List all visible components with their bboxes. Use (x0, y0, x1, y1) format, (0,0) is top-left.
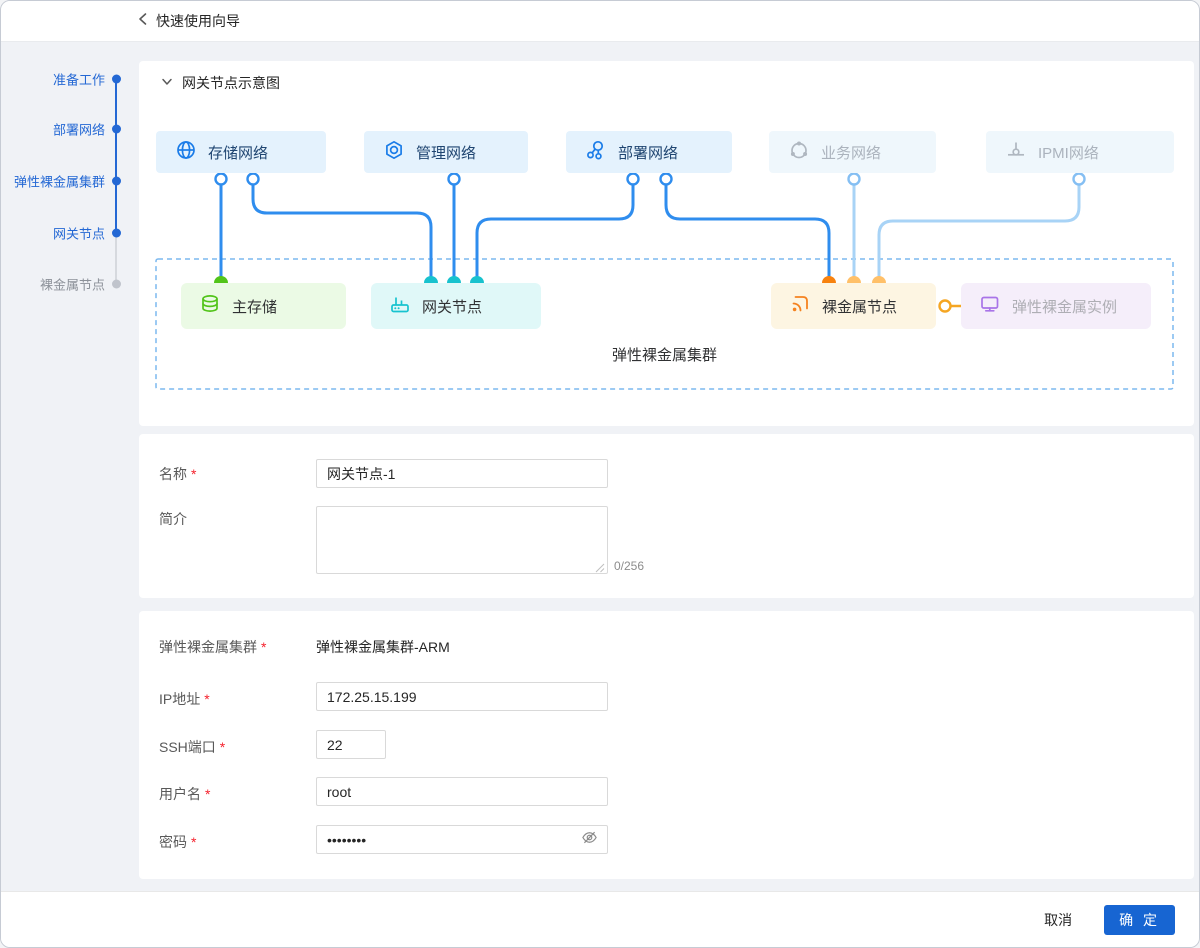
node-box-gateway: 网关节点 (371, 283, 541, 329)
network-box-business: 业务网络 (769, 131, 936, 173)
network-label: 业务网络 (821, 144, 882, 162)
stepper-line-done (114, 79, 118, 233)
node-label: 弹性裸金属实例 (1012, 298, 1118, 316)
database-icon (199, 293, 221, 319)
cluster-label: 弹性裸金属集群 (611, 347, 717, 364)
char-counter: 0/256 (614, 559, 645, 573)
diagram-card: 网关节点示意图 (139, 61, 1194, 426)
network-label: IPMI网络 (1038, 144, 1099, 162)
topology-icon (585, 139, 607, 165)
node-box-baremetal: 裸金属节点 (771, 283, 936, 329)
step-dot-gateway[interactable] (111, 228, 121, 238)
detail-form-card: 弹性裸金属集群* 弹性裸金属集群-ARM IP地址* SSH端口* 用户名* 密… (139, 611, 1194, 879)
signal-icon (789, 293, 811, 319)
stepper-line-pending (114, 233, 118, 284)
network-box-management: 管理网络 (364, 131, 528, 173)
username-input[interactable] (316, 777, 608, 806)
footer-bar: 取消 确 定 (1, 891, 1199, 947)
cluster-field-label: 弹性裸金属集群* (159, 639, 267, 655)
chevron-left-icon (137, 12, 149, 31)
router-icon (389, 293, 411, 319)
top-bar: 快速使用向导 (1, 1, 1199, 42)
network-label: 部署网络 (618, 144, 679, 162)
chevron-down-icon (161, 74, 173, 92)
step-dot-network[interactable] (111, 124, 121, 134)
step-label-prepare[interactable]: 准备工作 (52, 72, 105, 88)
ip-input[interactable] (316, 682, 608, 711)
required-asterisk: * (205, 786, 211, 802)
ssh-port-label: SSH端口* (159, 739, 226, 755)
network-box-ipmi: IPMI网络 (986, 131, 1174, 173)
description-label: 简介 (159, 511, 187, 527)
required-asterisk: * (261, 639, 267, 655)
diagram-section-toggle[interactable]: 网关节点示意图 (161, 73, 280, 93)
back-button[interactable] (131, 1, 155, 41)
required-asterisk: * (219, 739, 226, 755)
network-label: 存储网络 (208, 144, 269, 162)
username-label: 用户名* (159, 786, 211, 802)
eye-slash-icon (581, 829, 598, 851)
step-dot-prepare[interactable] (111, 74, 121, 84)
diagram-section-title: 网关节点示意图 (182, 75, 280, 91)
basic-form-card: 名称* 简介 0/256 (139, 434, 1194, 598)
cancel-button[interactable]: 取消 (1034, 904, 1082, 936)
step-dot-baremetal (111, 279, 121, 289)
step-label-gateway[interactable]: 网关节点 (52, 226, 105, 242)
cycle-nodes-icon (788, 139, 810, 165)
password-visibility-toggle[interactable] (579, 830, 599, 850)
cluster-field-value: 弹性裸金属集群-ARM (316, 639, 450, 655)
network-box-storage: 存储网络 (156, 131, 326, 173)
step-label-network[interactable]: 部署网络 (52, 122, 105, 138)
node-box-instance: 弹性裸金属实例 (961, 283, 1151, 329)
resize-handle-icon[interactable] (594, 561, 606, 573)
page-title: 快速使用向导 (156, 13, 240, 29)
step-label-baremetal: 裸金属节点 (39, 277, 105, 293)
monitor-icon (979, 293, 1001, 319)
node-label: 主存储 (232, 298, 278, 316)
required-asterisk: * (204, 691, 210, 707)
required-asterisk: * (191, 466, 197, 482)
connector-icon (1005, 139, 1027, 165)
globe-icon (175, 139, 197, 165)
node-box-primary-storage: 主存储 (181, 283, 346, 329)
step-label-cluster[interactable]: 弹性裸金属集群 (13, 174, 105, 190)
step-dot-cluster[interactable] (111, 176, 121, 186)
confirm-button[interactable]: 确 定 (1104, 904, 1175, 935)
name-input[interactable] (316, 459, 608, 488)
network-box-deployment: 部署网络 (566, 131, 732, 173)
ssh-port-input[interactable] (316, 730, 386, 759)
node-label: 裸金属节点 (822, 298, 898, 316)
password-input[interactable] (316, 825, 608, 854)
name-label: 名称* (159, 466, 197, 482)
ip-label: IP地址* (159, 691, 210, 707)
node-label: 网关节点 (422, 298, 483, 316)
diagram-connections (155, 172, 1174, 390)
required-asterisk: * (191, 834, 197, 850)
password-label: 密码* (159, 834, 197, 850)
network-label: 管理网络 (416, 144, 477, 162)
hex-nut-icon (383, 139, 405, 165)
description-textarea[interactable] (316, 506, 608, 574)
